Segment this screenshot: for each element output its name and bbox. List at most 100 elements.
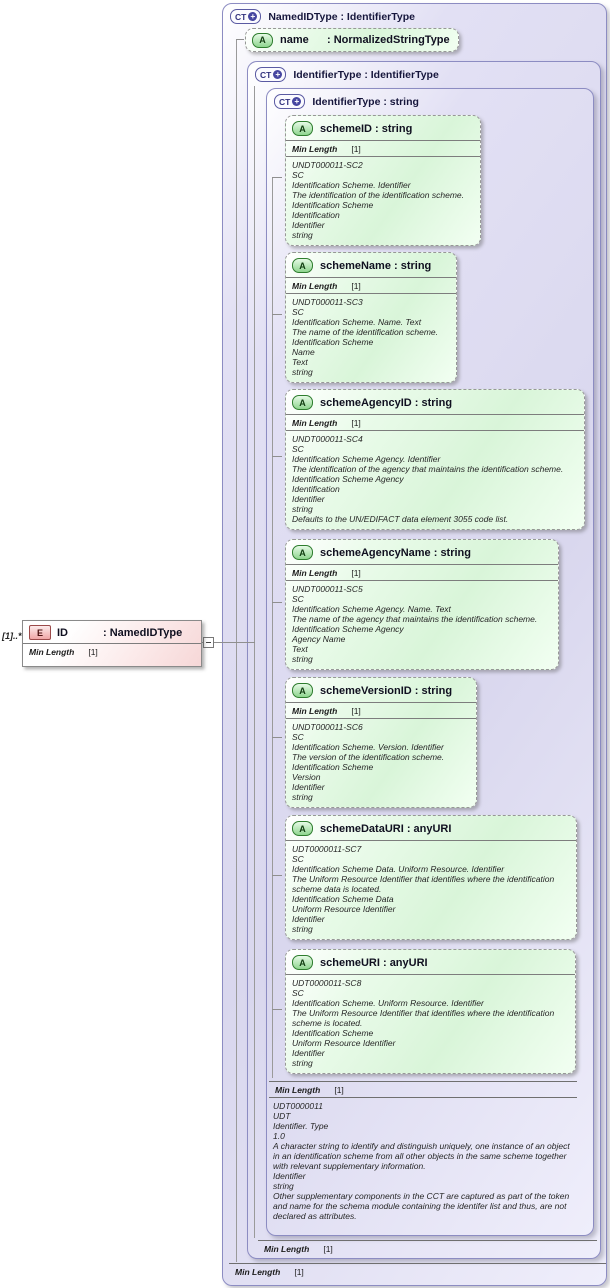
facet-label: Min Length	[292, 706, 338, 716]
attribute-header: A schemeDataURI : anyURI	[286, 816, 576, 841]
attribute-header: A schemeAgencyID : string	[286, 390, 584, 415]
complex-type-badge-text: CT	[235, 11, 247, 22]
facet-value: [1]	[334, 1085, 344, 1095]
connector-line	[272, 177, 273, 1078]
attribute-header: A schemeURI : anyURI	[286, 950, 575, 975]
facet-value: [1]	[351, 144, 361, 154]
facet-value: [1]	[351, 568, 361, 578]
complextype-identifiertype-header[interactable]: CT + IdentifierType : IdentifierType	[248, 62, 600, 87]
plus-icon: +	[248, 12, 258, 21]
attribute-icon: A	[292, 545, 313, 560]
attribute-annotation: UNDT000011-SC6 SC Identification Scheme.…	[292, 722, 445, 802]
connector-line	[272, 314, 282, 315]
type-annotation: UDT0000011 UDT Identifier. Type 1.0 A ch…	[273, 1101, 570, 1221]
facet-label: Min Length	[235, 1267, 281, 1277]
connector-line	[272, 875, 282, 876]
complextype-identifiertype-string-title: IdentifierType : string	[312, 95, 419, 108]
attribute-name-type: : NormalizedStringType	[327, 34, 450, 46]
attribute-icon: A	[292, 121, 313, 136]
attribute-name-label: name	[280, 34, 309, 46]
facet-label: Min Length	[275, 1085, 321, 1095]
attribute-header: A schemeID : string	[286, 116, 480, 141]
complex-type-icon: CT +	[255, 67, 287, 82]
facet-value: [1]	[351, 706, 361, 716]
element-icon: E	[29, 625, 51, 640]
attribute-title: schemeAgencyName : string	[320, 546, 471, 559]
facet-label: Min Length	[292, 568, 338, 578]
minlength-facet: Min Length [1]	[286, 141, 480, 157]
plus-icon: +	[273, 70, 283, 79]
complextype-identifiertype-string-header[interactable]: CT + IdentifierType : string	[267, 89, 593, 114]
attribute-annotation: UDT0000011-SC8 SC Identification Scheme.…	[292, 978, 555, 1068]
attribute-schemeid-box[interactable]: A schemeID : string Min Length [1] UNDT0…	[285, 115, 481, 246]
facet-value: [1]	[351, 418, 361, 428]
minlength-facet: Min Length [1]	[269, 1081, 577, 1098]
minlength-facet: Min Length [1]	[286, 565, 558, 581]
attribute-schemedatauri-box[interactable]: A schemeDataURI : anyURI UDT0000011-SC7 …	[285, 815, 577, 940]
complextype-identifiertype-box: CT + IdentifierType : IdentifierType CT …	[247, 61, 601, 1259]
attribute-icon: A	[292, 258, 313, 273]
cardinality-label: [1]..*	[2, 631, 22, 641]
connector-line	[236, 39, 244, 40]
attribute-annotation: UDT0000011-SC7 SC Identification Scheme …	[292, 844, 555, 934]
minlength-facet: Min Length [1]	[229, 1263, 606, 1279]
connector-line	[272, 177, 282, 178]
minus-icon	[206, 642, 211, 643]
attribute-title: schemeDataURI : anyURI	[320, 822, 452, 835]
attribute-title: schemeID : string	[320, 122, 413, 135]
attribute-annotation: UNDT000011-SC4 SC Identification Scheme …	[292, 434, 564, 524]
attribute-header: A schemeVersionID : string	[286, 678, 476, 703]
complextype-namedidtype-header[interactable]: CT + NamedIDType : IdentifierType	[223, 4, 606, 29]
attribute-schemeagencyid-box[interactable]: A schemeAgencyID : string Min Length [1]…	[285, 389, 585, 530]
minlength-facet: Min Length [1]	[258, 1240, 597, 1256]
attribute-header: A schemeName : string	[286, 253, 456, 278]
attribute-schemename-box[interactable]: A schemeName : string Min Length [1] UND…	[285, 252, 457, 383]
facet-label: Min Length	[29, 647, 75, 657]
attribute-icon: A	[292, 955, 313, 970]
plus-icon: +	[292, 97, 302, 106]
facet-value: [1]	[88, 647, 98, 657]
connector-line	[254, 86, 255, 1238]
connector-line	[272, 1009, 282, 1010]
facet-label: Min Length	[292, 281, 338, 291]
attribute-annotation: UNDT000011-SC5 SC Identification Scheme …	[292, 584, 538, 664]
attribute-schemeversionid-box[interactable]: A schemeVersionID : string Min Length [1…	[285, 677, 477, 808]
attribute-annotation: UNDT000011-SC3 SC Identification Scheme.…	[292, 297, 438, 377]
connector-line	[272, 602, 282, 603]
attribute-icon: A	[252, 32, 273, 48]
connector-line	[200, 642, 255, 643]
attribute-title: schemeVersionID : string	[320, 684, 453, 697]
minlength-facet: Min Length [1]	[286, 278, 456, 294]
complex-type-badge-text: CT	[279, 96, 291, 107]
element-header: E ID : NamedIDType	[23, 621, 201, 644]
element-id-box[interactable]: E ID : NamedIDType Min Length [1]	[22, 620, 202, 667]
complex-type-icon: CT +	[230, 9, 262, 24]
connector-line	[272, 737, 282, 738]
facet-label: Min Length	[292, 418, 338, 428]
minlength-facet: Min Length [1]	[286, 415, 584, 431]
attribute-icon: A	[292, 683, 313, 698]
attribute-title: schemeAgencyID : string	[320, 396, 453, 409]
facet-value: [1]	[294, 1267, 304, 1277]
facet-label: Min Length	[292, 144, 338, 154]
complex-type-badge-text: CT	[260, 69, 272, 80]
complextype-identifiertype-title: IdentifierType : IdentifierType	[293, 68, 439, 81]
complextype-namedidtype-title: NamedIDType : IdentifierType	[268, 10, 415, 23]
attribute-icon: A	[292, 821, 313, 836]
complex-type-icon: CT +	[274, 94, 306, 109]
attribute-name-box[interactable]: A name : NormalizedStringType	[245, 28, 459, 52]
connector-line	[272, 456, 282, 457]
element-type: : NamedIDType	[103, 626, 183, 639]
attribute-icon: A	[292, 395, 313, 410]
facet-label: Min Length	[264, 1244, 310, 1254]
attribute-schemeagencyname-box[interactable]: A schemeAgencyName : string Min Length […	[285, 539, 559, 670]
complextype-namedidtype-box: CT + NamedIDType : IdentifierType A name…	[222, 3, 607, 1286]
attribute-annotation: UNDT000011-SC2 SC Identification Scheme.…	[292, 160, 464, 240]
connector-line	[236, 39, 237, 1262]
facet-value: [1]	[351, 281, 361, 291]
facet-value: [1]	[323, 1244, 333, 1254]
minlength-facet: Min Length [1]	[23, 644, 201, 659]
attribute-schemeuri-box[interactable]: A schemeURI : anyURI UDT0000011-SC8 SC I…	[285, 949, 576, 1074]
collapse-toggle[interactable]	[203, 637, 214, 648]
